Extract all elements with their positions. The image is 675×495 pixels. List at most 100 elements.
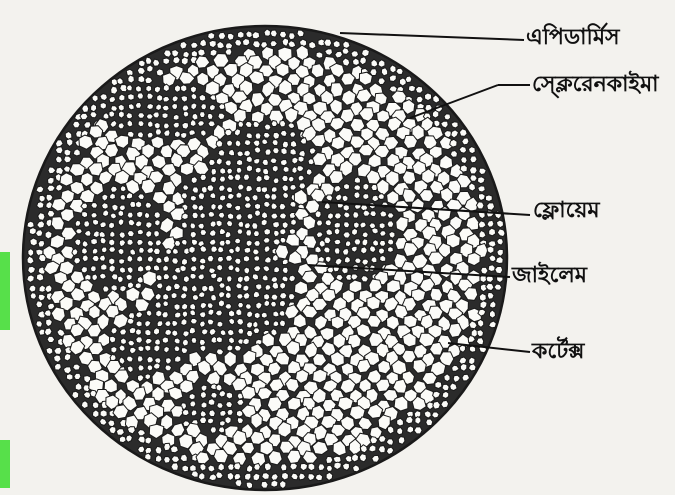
bundle-cell xyxy=(253,231,259,237)
epidermis-cell xyxy=(164,443,171,450)
bundle-cell xyxy=(174,304,180,311)
epidermis-cell xyxy=(128,75,135,83)
bundle-cell xyxy=(237,418,243,424)
bundle-cell xyxy=(211,392,218,398)
bundle-cell xyxy=(227,409,233,415)
bundle-cell xyxy=(91,213,98,218)
bundle-cell xyxy=(166,249,172,255)
bundle-cell xyxy=(225,239,231,245)
bundle-cell xyxy=(189,130,196,135)
epidermis-cell xyxy=(170,446,178,453)
epidermis-cell xyxy=(342,463,349,470)
bundle-cell xyxy=(244,267,250,274)
bundle-cell xyxy=(254,210,260,217)
epidermis-cell xyxy=(425,93,432,101)
epidermis-cell xyxy=(479,194,486,201)
bundle-cell xyxy=(218,300,224,307)
epidermis-cell xyxy=(173,56,181,64)
bundle-cell xyxy=(327,213,333,220)
epidermis-cell xyxy=(450,383,457,391)
bundle-cell xyxy=(290,185,297,191)
bundle-cell xyxy=(217,264,223,271)
bundle-cell xyxy=(371,257,377,263)
bundle-cell xyxy=(334,239,341,245)
bundle-cell xyxy=(119,111,125,118)
epidermis-cell xyxy=(326,472,333,480)
bundle-cell xyxy=(271,194,277,200)
bundle-cell xyxy=(198,292,205,298)
bundle-cell xyxy=(280,120,286,127)
bundle-cell xyxy=(218,212,225,218)
bundle-cell xyxy=(111,106,118,112)
bundle-cell xyxy=(190,318,197,324)
epidermis-cell xyxy=(37,202,44,209)
bundle-cell xyxy=(243,174,249,180)
epidermis-cell xyxy=(171,463,179,471)
bundle-cell xyxy=(153,112,160,118)
bundle-cell xyxy=(218,149,225,156)
epidermis-cell xyxy=(48,177,55,184)
epidermis-cell xyxy=(81,401,88,409)
bundle-cell xyxy=(135,329,141,336)
epidermis-cell xyxy=(407,426,414,433)
epidermis-cell xyxy=(444,114,451,120)
bundle-cell xyxy=(279,300,285,307)
epidermis-cell xyxy=(333,41,340,48)
epidermis-cell xyxy=(100,94,108,101)
bundle-cell xyxy=(219,283,225,289)
epidermis-cell xyxy=(488,265,495,272)
epidermis-cell xyxy=(442,384,449,391)
bundle-cell xyxy=(199,264,205,270)
bundle-cell xyxy=(180,265,187,272)
bundle-cell xyxy=(225,129,232,136)
epidermis-cell xyxy=(289,33,296,40)
bundle-cell xyxy=(274,266,280,272)
bundle-cell xyxy=(135,283,141,289)
epidermis-cell xyxy=(36,301,43,308)
bundle-cell xyxy=(201,402,207,409)
bundle-cell xyxy=(361,247,368,254)
epidermis-cell xyxy=(47,210,55,217)
bundle-cell xyxy=(192,239,198,245)
epidermis-cell xyxy=(316,52,323,58)
epidermis-cell xyxy=(227,472,234,480)
bundle-cell xyxy=(262,139,268,145)
epidermis-cell xyxy=(489,228,496,236)
bundle-cell xyxy=(246,133,252,139)
bundle-cell xyxy=(163,265,169,271)
bundle-cell xyxy=(210,273,217,279)
epidermis-cell xyxy=(138,446,145,453)
epidermis-cell xyxy=(442,391,449,398)
epidermis-cell xyxy=(36,186,44,193)
bundle-cell xyxy=(109,247,116,253)
epidermis-cell xyxy=(342,58,349,66)
bundle-cell xyxy=(246,330,253,336)
bundle-cell xyxy=(362,259,369,265)
epidermis-cell xyxy=(261,481,268,488)
bundle-cell xyxy=(173,114,179,120)
bundle-cell xyxy=(244,140,251,146)
bundle-cell xyxy=(280,229,287,235)
bundle-cell xyxy=(147,356,154,362)
bundle-cell xyxy=(219,195,225,201)
bundle-cell xyxy=(145,202,152,208)
bundle-cell xyxy=(181,348,188,354)
epidermis-cell xyxy=(451,122,458,128)
bundle-cell xyxy=(354,185,361,191)
bundle-cell xyxy=(388,247,394,253)
bundle-cell xyxy=(273,132,280,139)
bundle-cell xyxy=(190,401,196,407)
bundle-cell xyxy=(137,211,143,218)
bundle-cell xyxy=(199,258,206,264)
bundle-cell xyxy=(174,338,180,344)
bundle-cell xyxy=(162,105,169,111)
bundle-cell xyxy=(189,327,195,334)
bundle-cell xyxy=(273,321,279,327)
bundle-cell xyxy=(126,85,132,91)
epidermis-cell xyxy=(450,139,457,147)
bundle-cell xyxy=(154,212,160,219)
bundle-cell xyxy=(237,318,244,325)
epidermis-cell xyxy=(234,463,241,470)
bundle-cell xyxy=(119,267,125,274)
epidermis-cell xyxy=(396,68,403,74)
